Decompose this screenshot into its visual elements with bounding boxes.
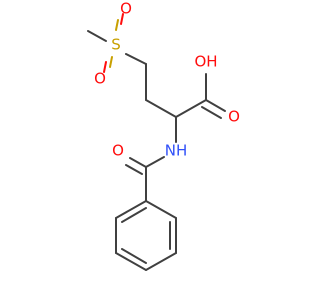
ring-bond-1 bbox=[145, 200, 177, 219]
bond-amide-o-b bbox=[125, 164, 143, 175]
bond-sulfur-o-bottom-a bbox=[109, 56, 113, 68]
bond-nitrogen-amide bbox=[145, 156, 165, 168]
bond-sulfur-o-bottom-b bbox=[103, 61, 107, 73]
hydroxyl-oxygen-label: OH bbox=[194, 53, 217, 71]
molecule-canvas: S O O OH O O NH bbox=[87, 0, 240, 271]
bond-ch2-alpha bbox=[145, 99, 177, 118]
amide-nitrogen-label: NH bbox=[165, 142, 188, 160]
bond-sulfur-o-top-b bbox=[120, 13, 124, 25]
bond-alpha-carboxyl bbox=[175, 99, 207, 118]
bond-sulfur-o-top-a bbox=[115, 19, 119, 31]
bond-amide-o-a bbox=[129, 157, 147, 168]
bond-carboxyl-o-b bbox=[201, 106, 222, 119]
bond-carboxyl-o-a bbox=[205, 99, 226, 112]
ring-bond-3 bbox=[145, 252, 177, 271]
ring-inner-bond-3 bbox=[121, 207, 147, 223]
ring-bond-4 bbox=[115, 252, 147, 271]
bond-sulfur-ch2 bbox=[125, 53, 147, 65]
sulfonyl-oxygen-top-label: O bbox=[120, 0, 132, 18]
bond-methyl-sulfur bbox=[87, 30, 107, 42]
ring-bond-6 bbox=[115, 200, 147, 219]
structure-diagram: S O O OH O O NH bbox=[87, 0, 240, 271]
sulfur-atom-label: S bbox=[111, 36, 121, 54]
sulfonyl-oxygen-bottom-label: O bbox=[94, 70, 106, 88]
ring-inner-bond-2 bbox=[121, 248, 147, 264]
carbonyl-oxygen-label: O bbox=[228, 108, 240, 126]
amide-oxygen-label: O bbox=[112, 142, 124, 160]
